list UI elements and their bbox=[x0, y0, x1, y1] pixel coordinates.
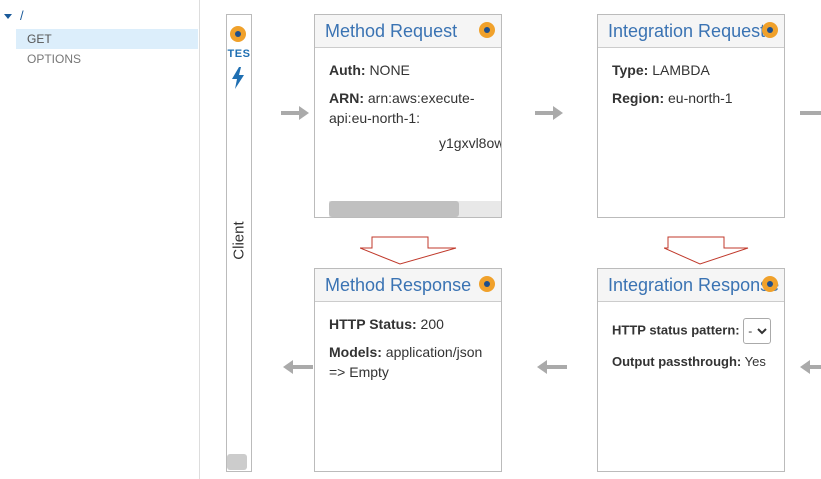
arrow-down-icon bbox=[664, 236, 749, 265]
card-body: Auth: NONE ARN: arn:aws:execute-api:eu-n… bbox=[315, 48, 501, 144]
card-header: Method Response bbox=[315, 269, 501, 302]
method-response-card[interactable]: Method Response HTTP Status: 200 Models:… bbox=[314, 268, 502, 472]
http-status-value: 200 bbox=[420, 316, 444, 332]
method-item-options[interactable]: OPTIONS bbox=[27, 52, 82, 66]
auth-value: NONE bbox=[369, 62, 410, 78]
status-pattern-select[interactable]: - bbox=[743, 318, 772, 344]
card-title[interactable]: Method Request bbox=[325, 21, 458, 41]
client-label: Client bbox=[230, 221, 248, 260]
method-item-get[interactable]: GET bbox=[16, 29, 198, 49]
resource-root[interactable]: / bbox=[4, 8, 24, 23]
arn-value-tail: y1gxvl8ow bbox=[439, 135, 502, 151]
status-pattern-label: HTTP status pattern: bbox=[612, 322, 740, 338]
output-passthrough-label: Output passthrough: bbox=[612, 354, 742, 369]
models-label: Models: bbox=[329, 344, 382, 360]
client-panel bbox=[226, 14, 252, 472]
card-body: HTTP Status: 200 Models: application/jso… bbox=[315, 302, 501, 398]
info-icon[interactable] bbox=[762, 276, 778, 292]
card-title[interactable]: Integration Request bbox=[608, 21, 766, 41]
arrow-right-icon bbox=[535, 106, 563, 120]
card-title[interactable]: Method Response bbox=[325, 275, 472, 295]
chevron-down-icon[interactable] bbox=[4, 14, 12, 20]
info-icon[interactable] bbox=[762, 22, 778, 38]
client-info-icon[interactable] bbox=[230, 26, 246, 42]
auth-label: Auth: bbox=[329, 62, 366, 78]
region-label: Region: bbox=[612, 90, 665, 106]
card-header: Method Request bbox=[315, 15, 501, 48]
integration-response-card[interactable]: Integration Response HTTP status pattern… bbox=[597, 268, 785, 472]
info-icon[interactable] bbox=[479, 276, 495, 292]
models-value: application/json => Empty bbox=[329, 344, 483, 380]
arrow-down-icon bbox=[360, 236, 457, 265]
card-body: HTTP status pattern: - Output passthroug… bbox=[598, 302, 784, 388]
info-icon[interactable] bbox=[479, 22, 495, 38]
integration-request-card[interactable]: Integration Request Type: LAMBDA Region:… bbox=[597, 14, 785, 218]
region-value: eu-north-1 bbox=[668, 90, 733, 106]
card-title[interactable]: Integration Response bbox=[608, 275, 780, 295]
arrow-right-icon bbox=[800, 111, 821, 115]
resource-path[interactable]: / bbox=[20, 8, 24, 23]
type-label: Type: bbox=[612, 62, 649, 78]
arrow-right-icon bbox=[281, 106, 309, 120]
arn-label: ARN: bbox=[329, 90, 364, 106]
client-scrollbar[interactable] bbox=[227, 454, 247, 470]
resource-sidebar: / GET OPTIONS bbox=[0, 0, 200, 479]
lightning-bolt-icon[interactable] bbox=[231, 67, 245, 94]
card-header: Integration Request bbox=[598, 15, 784, 48]
card-header: Integration Response bbox=[598, 269, 784, 302]
http-status-label: HTTP Status: bbox=[329, 316, 417, 332]
card-body: Type: LAMBDA Region: eu-north-1 bbox=[598, 48, 784, 124]
scrollbar-thumb[interactable] bbox=[329, 201, 459, 217]
method-request-card[interactable]: Method Request Auth: NONE ARN: arn:aws:e… bbox=[314, 14, 502, 218]
arn-value: arn:aws:execute-api:eu-north-1: bbox=[329, 90, 475, 126]
arrow-left-icon bbox=[283, 360, 313, 374]
arrow-left-icon bbox=[800, 360, 821, 374]
test-link[interactable]: TES bbox=[227, 48, 251, 60]
arrow-left-icon bbox=[537, 360, 567, 374]
type-value: LAMBDA bbox=[652, 62, 710, 78]
output-passthrough-value: Yes bbox=[744, 354, 766, 369]
